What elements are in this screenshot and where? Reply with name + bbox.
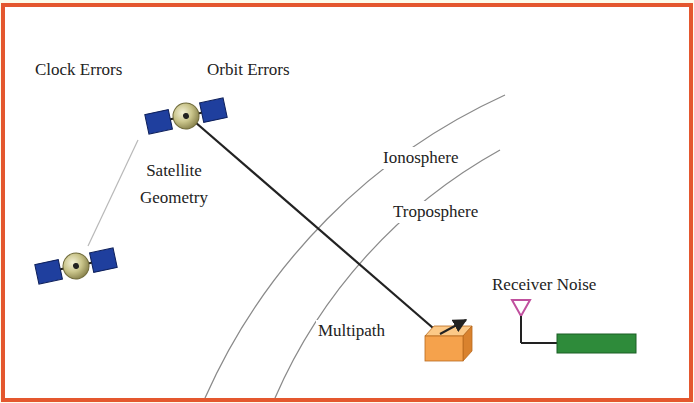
frame [3, 5, 691, 400]
reflected-signal [440, 320, 466, 334]
satellite-icon [144, 95, 228, 137]
error-label: Receiver Noise [490, 274, 598, 296]
error-label: Multipath [316, 320, 387, 342]
reflector-box [425, 326, 472, 361]
ionosphere-arc [205, 95, 505, 398]
satellite-icon [34, 245, 118, 287]
receiver-symbol [512, 300, 636, 353]
troposphere-arc [275, 150, 500, 398]
error-label: Satellite Geometry [122, 157, 226, 211]
geometry-line [88, 140, 138, 246]
error-label: Clock Errors [33, 59, 124, 81]
error-label: Ionosphere [381, 147, 461, 169]
error-label: Troposphere [391, 201, 480, 223]
error-label: Orbit Errors [205, 59, 292, 81]
